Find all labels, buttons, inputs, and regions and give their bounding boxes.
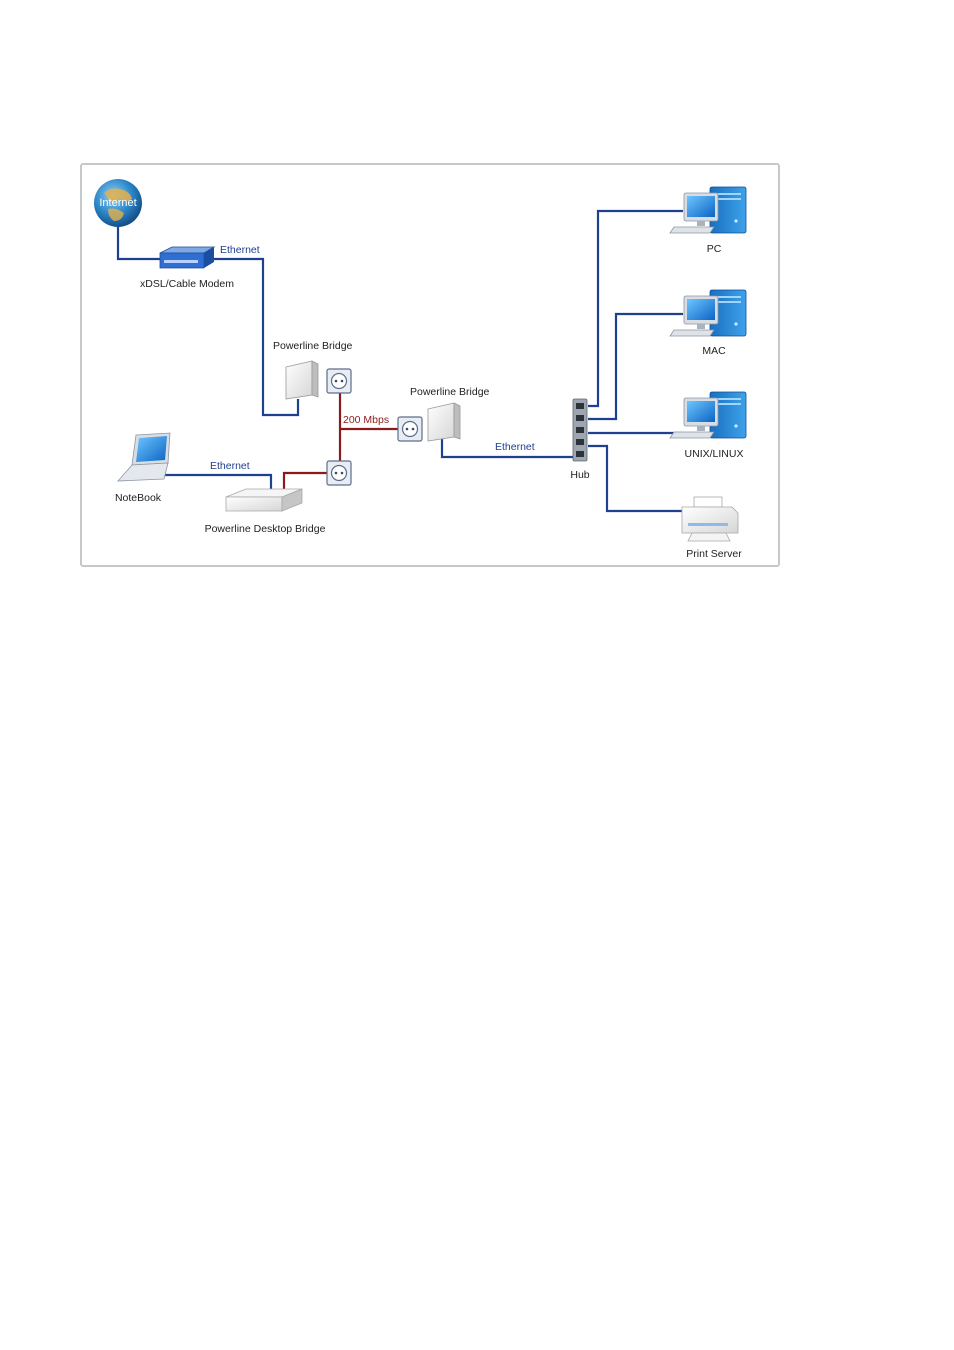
wall-socket-center-icon [397,416,423,442]
modem-label: xDSL/Cable Modem [140,278,234,290]
cable-hub-printer [588,444,683,513]
wall-socket-upper-icon [326,368,352,394]
modem-icon [159,246,216,269]
printer-icon [681,496,739,542]
ethernet-label-notebook: Ethernet [210,460,250,472]
cable-modem-bridge [212,257,300,417]
cable-internet-modem [116,225,160,261]
hub-icon [572,398,588,462]
notebook-icon [117,432,171,482]
notebook-label: NoteBook [115,492,162,504]
diagram-border [80,163,780,567]
cable-hub-pc [588,209,683,408]
unix-label: UNIX/LINUX [685,448,744,460]
cable-hub-mac [588,312,683,421]
ethernet-label-hub: Ethernet [495,441,535,453]
hub-label: Hub [570,469,589,481]
powerline-bridge-left-icon [285,360,319,400]
cable-notebook-desktop-bridge [162,473,273,491]
powerline-desktop [282,471,327,491]
powerline-bridge-center-label: Powerline Bridge [410,386,490,398]
powerline-bridge-left-label: Powerline Bridge [273,340,353,352]
mac-label: MAC [702,345,726,357]
cable-bridge-hub [440,439,574,459]
internet-label: Internet [99,197,136,209]
powerline-desktop-bridge-icon [225,488,303,512]
network-diagram: Internet xDSL/Cable Modem Ethernet Power… [80,163,780,567]
desktop-bridge-label: Powerline Desktop Bridge [205,523,326,535]
speed-label: 200 Mbps [343,414,389,426]
powerline-bridge-center-icon [427,402,461,442]
internet-globe-icon [94,179,142,227]
wall-socket-lower-icon [326,460,352,486]
ethernet-label-modem: Ethernet [220,244,260,256]
pc-label: PC [707,243,722,255]
print-server-label: Print Server [686,548,742,560]
